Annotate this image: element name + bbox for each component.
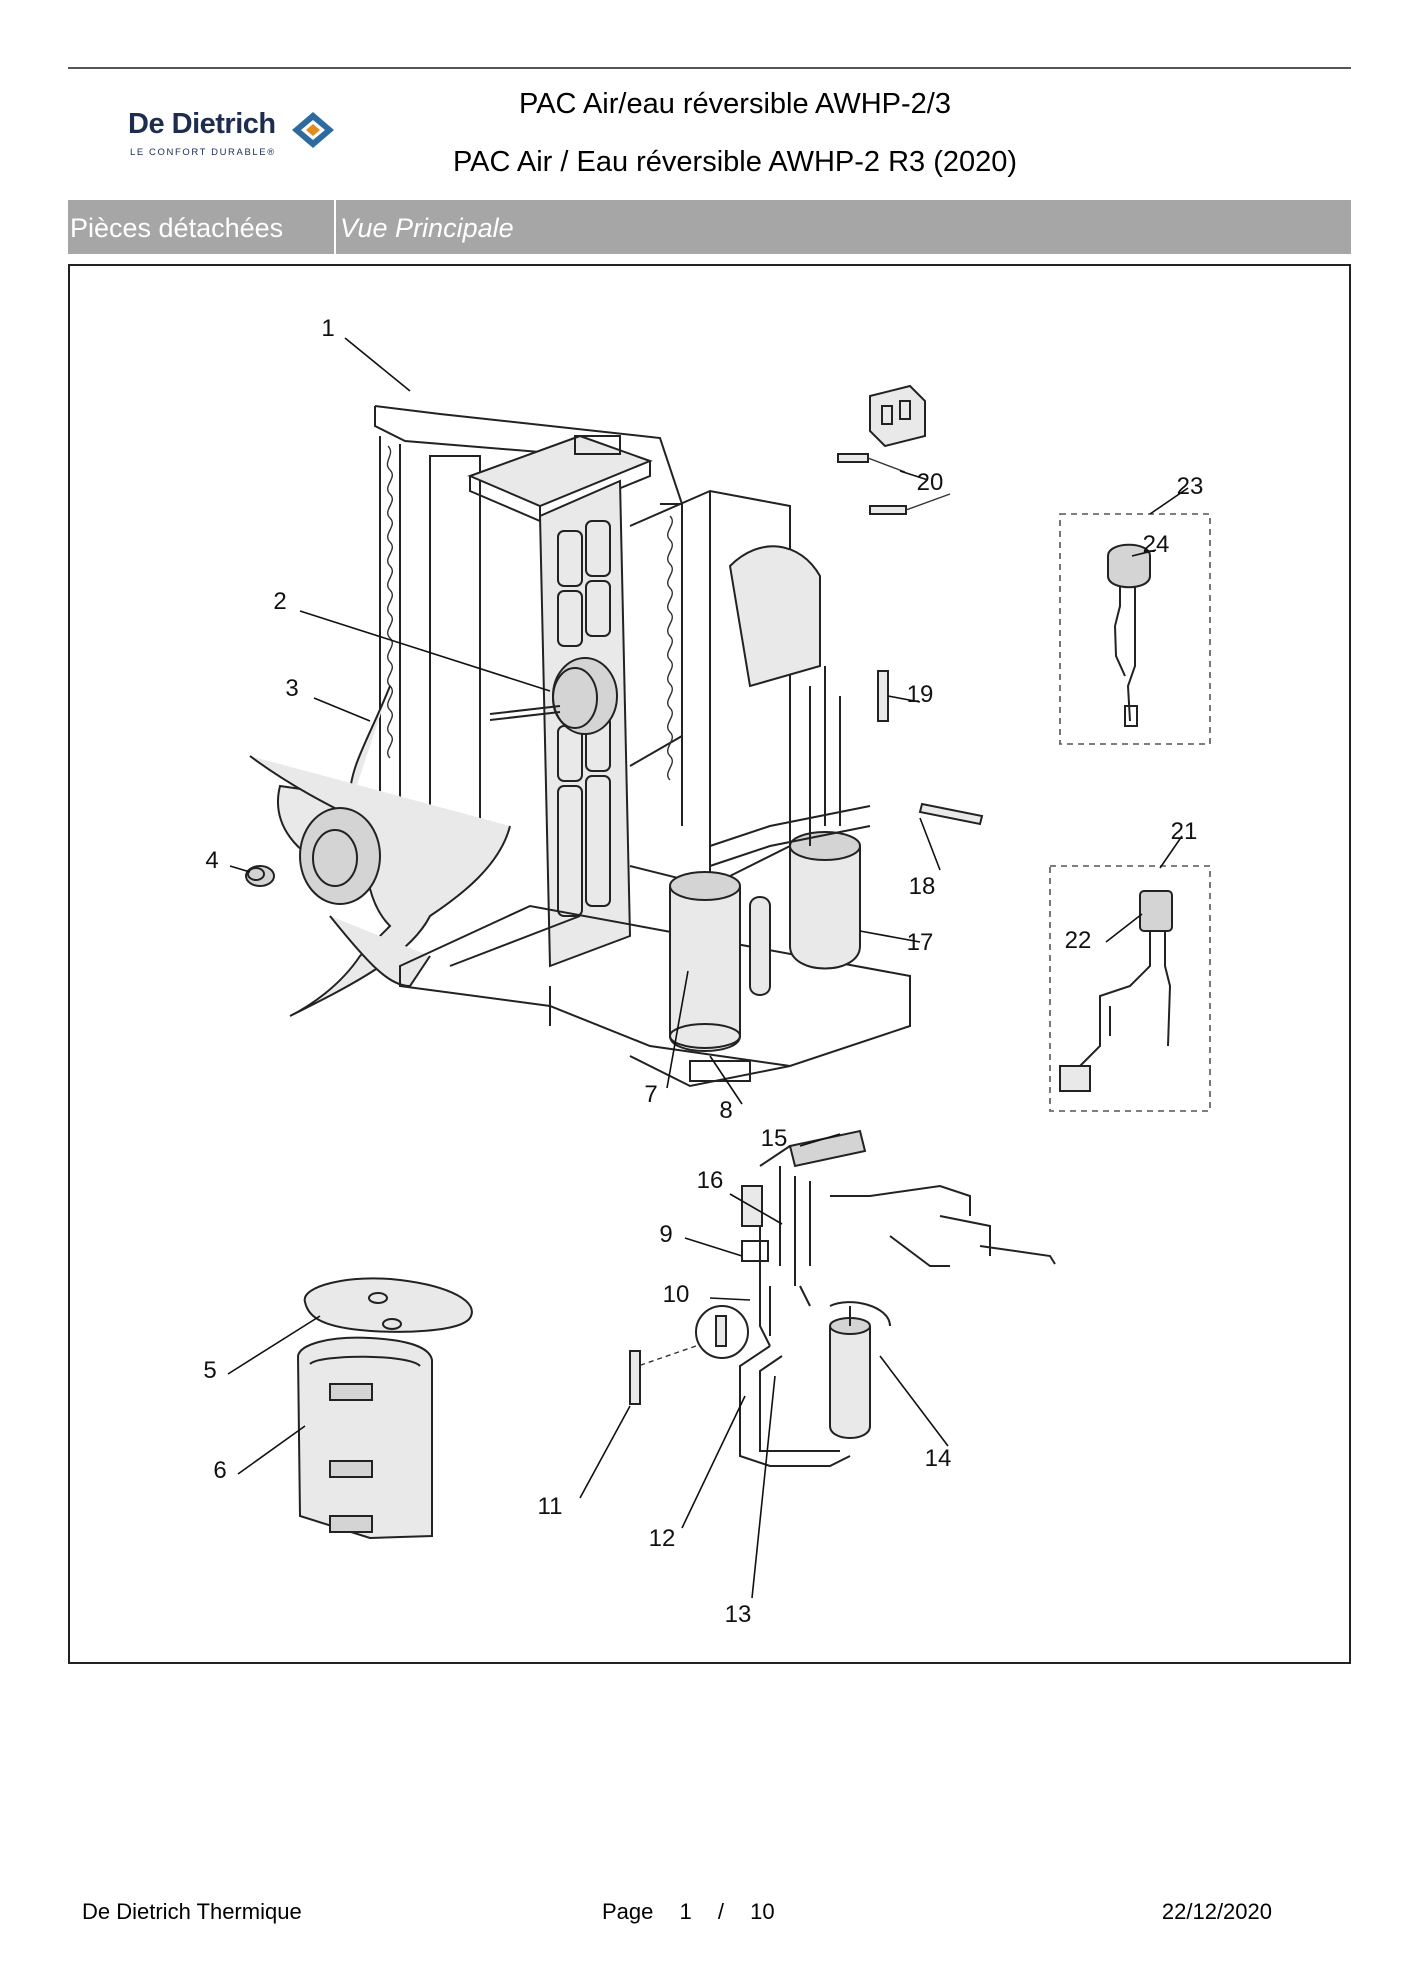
footer-page-total: 10 xyxy=(750,1899,775,1924)
callout-label-4: 4 xyxy=(205,847,218,874)
callout-label-2: 2 xyxy=(273,588,286,615)
callout-leader-13 xyxy=(751,1375,776,1599)
temperature-sensor-19 xyxy=(877,670,889,722)
section-band: Pièces détachées Vue Principale xyxy=(68,200,1351,254)
callout-leader-21 xyxy=(1159,835,1183,869)
refrigerant-piping xyxy=(709,666,871,867)
callout-leader-23 xyxy=(1149,487,1189,515)
callout-label-20: 20 xyxy=(917,469,944,496)
document-title-line1: PAC Air/eau réversible AWHP-2/3 xyxy=(519,88,951,120)
callout-leader-24 xyxy=(1131,549,1157,557)
solenoid-valve-22 xyxy=(1059,890,1173,1092)
compressor-jacket-lid-5 xyxy=(303,1277,473,1333)
footer-page-current: 1 xyxy=(679,1899,692,1924)
brand-diamond-icon xyxy=(292,112,334,148)
four-way-valve-module xyxy=(741,1129,1056,1347)
footer-page-separator: / xyxy=(717,1899,725,1924)
document-title-line2: PAC Air / Eau réversible AWHP-2 R3 (2020… xyxy=(452,146,1018,178)
callout-leader-12 xyxy=(681,1395,746,1529)
detail-box-23 xyxy=(1059,513,1211,745)
section-category: Pièces détachées xyxy=(70,213,284,243)
callout-label-10: 10 xyxy=(663,1281,690,1308)
callout-leader-9 xyxy=(684,1237,743,1257)
callout-label-8: 8 xyxy=(719,1097,732,1124)
callout-leader-7 xyxy=(666,970,689,1089)
top-rule xyxy=(68,67,1351,69)
footer-date: 22/12/2020 xyxy=(1161,1899,1272,1924)
callout-label-15: 15 xyxy=(761,1125,788,1152)
footer-pagination: Page 1 / 10 xyxy=(602,1899,775,1925)
callout-leader-1 xyxy=(344,337,411,392)
fan-blade xyxy=(249,685,511,1017)
callout-leader-19 xyxy=(887,695,921,703)
callout-leader-15 xyxy=(799,1133,841,1147)
callout-label-18: 18 xyxy=(909,873,936,900)
callout-label-22: 22 xyxy=(1065,927,1092,954)
brand-logo: De Dietrich LE CONFORT DURABLE® xyxy=(128,108,348,168)
callout-leader-10 xyxy=(709,1297,751,1301)
liquid-receiver-14 xyxy=(829,1306,871,1439)
callout-label-5: 5 xyxy=(203,1357,216,1384)
callout-leader-14 xyxy=(879,1355,949,1447)
callout-label-13: 13 xyxy=(725,1601,752,1628)
expansion-valve-24 xyxy=(1107,543,1151,727)
callout-label-11: 11 xyxy=(538,1493,563,1520)
callout-leader-16 xyxy=(729,1193,783,1225)
footer-page-label: Page xyxy=(602,1899,654,1924)
fan-nut xyxy=(245,865,275,887)
callout-leader-18 xyxy=(919,817,941,871)
terminal-block xyxy=(869,384,926,448)
callout-label-1: 1 xyxy=(321,315,334,342)
fan-motor xyxy=(489,657,618,735)
callout-label-17: 17 xyxy=(907,929,934,956)
callout-label-24: 24 xyxy=(1143,531,1170,558)
callout-label-14: 14 xyxy=(925,1445,952,1472)
callout-label-3: 3 xyxy=(285,675,298,702)
callout-leader-17 xyxy=(859,930,921,943)
callout-leader-11 xyxy=(579,1405,631,1499)
callout-label-21: 21 xyxy=(1171,818,1198,845)
callout-leader-2 xyxy=(299,610,551,692)
temperature-sensor-11 xyxy=(629,1350,641,1405)
callout-label-12: 12 xyxy=(649,1525,676,1552)
lower-piping-loop xyxy=(739,1345,851,1467)
callout-leader-6 xyxy=(237,1425,306,1475)
callout-label-6: 6 xyxy=(213,1457,226,1484)
callout-label-23: 23 xyxy=(1177,473,1204,500)
detail-inset-circle xyxy=(637,1305,749,1367)
callout-leader-3 xyxy=(313,697,371,722)
callout-leader-20 xyxy=(899,470,929,481)
callout-leader-5 xyxy=(227,1315,321,1375)
sensor-pair-20 xyxy=(837,453,951,515)
temperature-sensor-18 xyxy=(918,802,984,826)
callout-label-9: 9 xyxy=(659,1221,672,1248)
footer-company: De Dietrich Thermique xyxy=(82,1899,302,1924)
callout-leader-22 xyxy=(1105,913,1143,943)
callout-label-16: 16 xyxy=(697,1167,724,1194)
callout-leader-8 xyxy=(709,1055,743,1105)
compressor-jacket-6 xyxy=(296,1336,433,1540)
brand-name: De Dietrich xyxy=(128,108,276,140)
detail-box-21 xyxy=(1049,865,1211,1112)
compressor xyxy=(669,871,771,1052)
base-tray xyxy=(399,904,911,1088)
callout-leader-4 xyxy=(229,865,251,873)
section-band-category-cell: Pièces détachées xyxy=(68,200,336,254)
section-view: Vue Principale xyxy=(340,213,514,243)
receiver-tank xyxy=(789,831,861,970)
callout-label-7: 7 xyxy=(644,1081,657,1108)
callout-label-19: 19 xyxy=(907,681,934,708)
brand-tagline: LE CONFORT DURABLE® xyxy=(130,147,276,158)
